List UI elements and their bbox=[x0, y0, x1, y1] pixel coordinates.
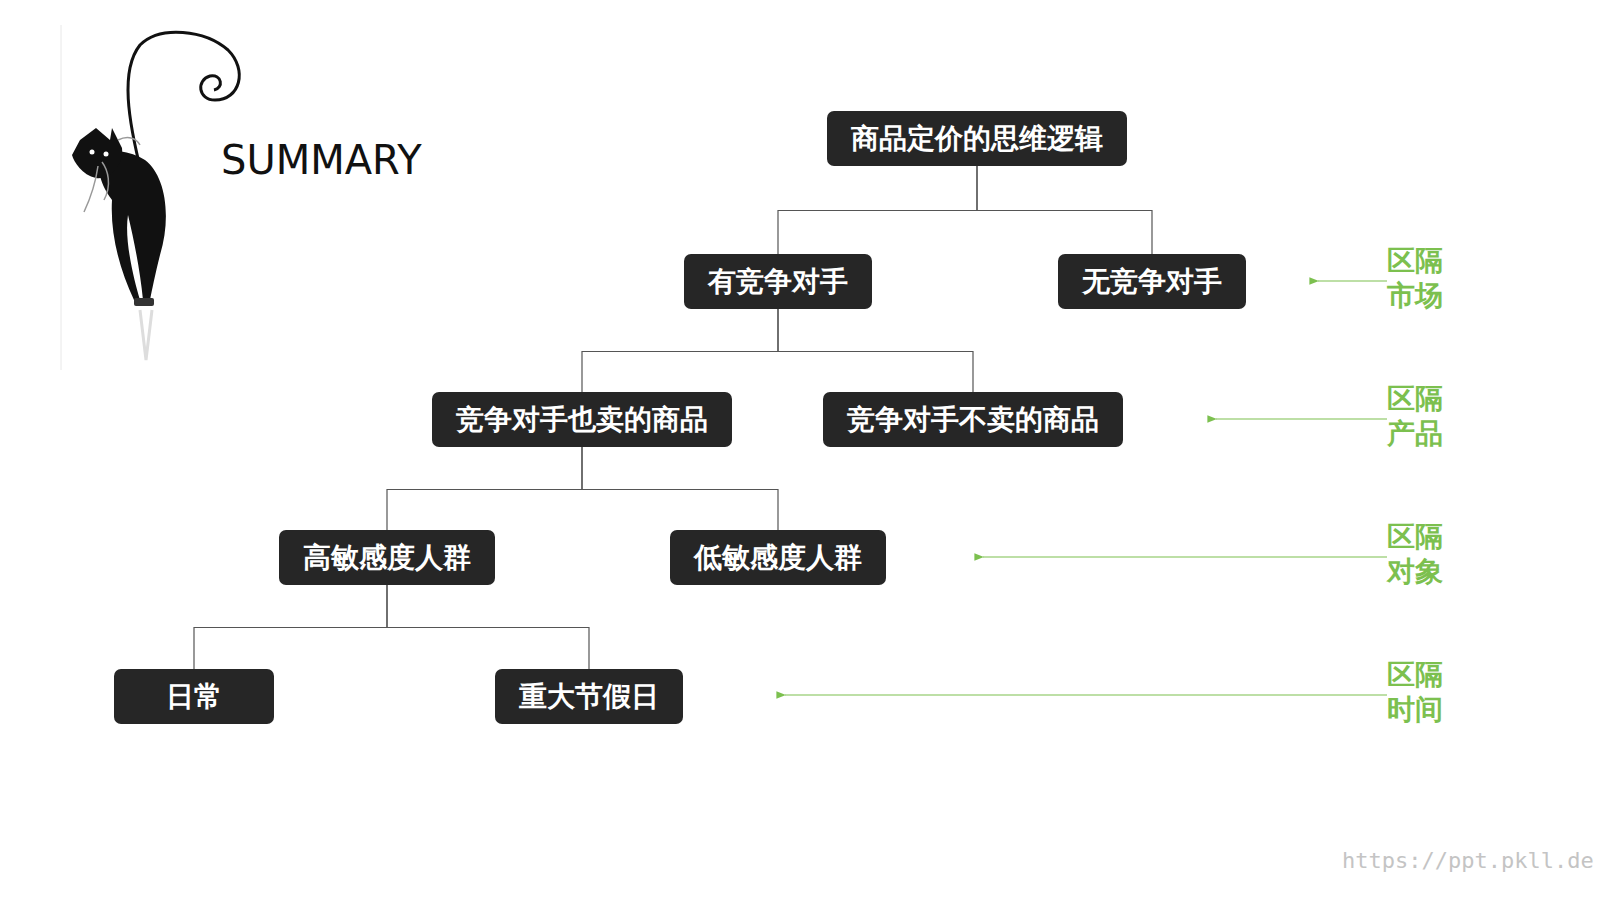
tree-connector bbox=[778, 166, 977, 254]
tree-connector bbox=[582, 309, 778, 392]
tree-connector bbox=[977, 166, 1152, 254]
tree-connector bbox=[387, 447, 582, 530]
leader-line bbox=[1318, 280, 1387, 281]
tree-connector bbox=[194, 585, 387, 669]
process-box: 重大节假日 bbox=[495, 669, 683, 724]
side-label: 区隔市场 bbox=[1387, 243, 1443, 313]
box-label: 重大节假日 bbox=[519, 680, 659, 714]
box-label: 低敏感度人群 bbox=[694, 541, 862, 575]
side-label: 区隔时间 bbox=[1387, 657, 1443, 727]
tree-connector bbox=[387, 585, 589, 669]
box-label: 有竞争对手 bbox=[708, 265, 848, 299]
box-label: 高敏感度人群 bbox=[303, 541, 471, 575]
tree-connector bbox=[582, 447, 778, 530]
process-box: 商品定价的思维逻辑 bbox=[827, 111, 1127, 166]
tree-connector bbox=[778, 309, 973, 392]
process-box: 高敏感度人群 bbox=[279, 530, 495, 585]
process-box: 竞争对手不卖的商品 bbox=[823, 392, 1123, 447]
process-box: 日常 bbox=[114, 669, 274, 724]
cat-illustration bbox=[72, 32, 239, 360]
leader-line bbox=[1216, 418, 1387, 419]
leader-line bbox=[983, 556, 1387, 557]
side-label: 区隔产品 bbox=[1387, 381, 1443, 451]
box-label: 日常 bbox=[166, 680, 222, 714]
box-label: 无竞争对手 bbox=[1082, 265, 1222, 299]
leader-arrows bbox=[785, 281, 1387, 695]
process-box: 竞争对手也卖的商品 bbox=[432, 392, 732, 447]
watermark: https://ppt.pkll.de bbox=[1342, 848, 1594, 873]
border-line bbox=[61, 25, 62, 370]
leader-line bbox=[785, 694, 1387, 695]
side-label: 区隔对象 bbox=[1387, 519, 1443, 589]
box-label: 商品定价的思维逻辑 bbox=[851, 122, 1103, 156]
process-box: 低敏感度人群 bbox=[670, 530, 886, 585]
process-box: 无竞争对手 bbox=[1058, 254, 1246, 309]
summary-heading: SUMMARY bbox=[221, 137, 422, 183]
process-box: 有竞争对手 bbox=[684, 254, 872, 309]
box-label: 竞争对手不卖的商品 bbox=[847, 403, 1099, 437]
box-label: 竞争对手也卖的商品 bbox=[456, 403, 708, 437]
